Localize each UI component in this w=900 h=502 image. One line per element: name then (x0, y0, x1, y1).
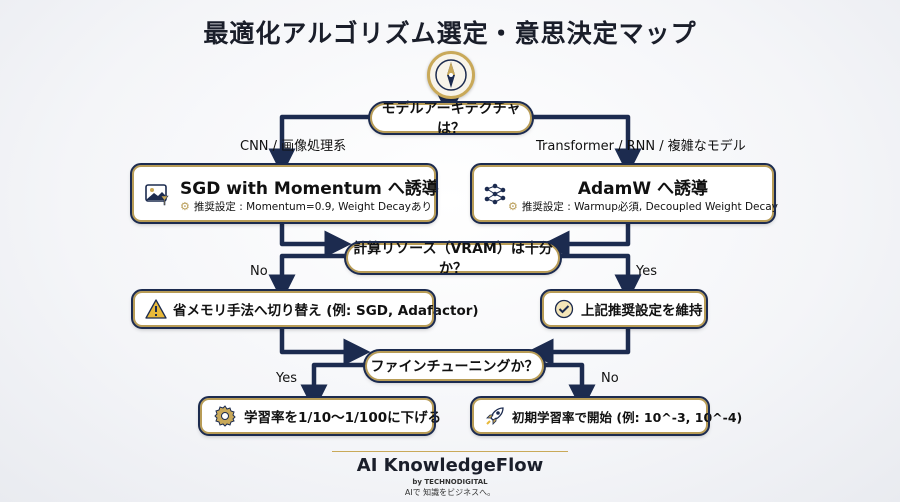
question-finetuning-label: ファインチューニングか？ (370, 359, 539, 375)
lower-learning-rate-box: 学習率を1/10〜1/100に下げる (198, 396, 441, 436)
rocket-icon (484, 405, 506, 427)
lower-learning-rate-label: 学習率を1/10〜1/100に下げる (244, 410, 442, 426)
footer-brand: AI KnowledgeFlow (356, 455, 544, 476)
sgd-heading: SGD with Momentum へ誘導 (180, 178, 439, 199)
question-architecture: モデルアーキテクチャは？ (368, 101, 534, 137)
footer-divider (332, 451, 568, 452)
footer-tagline: AIで 知識をビジネスへ。 (404, 488, 496, 497)
gear-icon: ⚙ (508, 199, 518, 213)
branch-label-yes: Yes (636, 264, 657, 279)
image-icon (144, 181, 170, 207)
keep-settings-label: 上記推奨設定を維持 (581, 303, 703, 319)
adamw-setting: 推奨設定 : Warmup必須, Decoupled Weight Decay (521, 200, 778, 213)
check-icon (554, 299, 574, 319)
warning-icon (145, 299, 167, 319)
branch-label-yes-2: Yes (276, 371, 297, 386)
compass-icon (427, 51, 475, 99)
question-finetuning: ファインチューニングか？ (363, 349, 546, 383)
network-icon (482, 181, 508, 207)
sgd-setting: 推奨設定 : Momentum=0.9, Weight Decayあり (193, 200, 432, 213)
memory-saving-label: 省メモリ手法へ切り替え (例: SGD, Adafactor) (173, 303, 479, 319)
gear-icon: ⚙ (180, 199, 190, 213)
question-architecture-label: モデルアーキテクチャは？ (381, 101, 521, 137)
initial-learning-rate-label: 初期学習率で開始 (例: 10^-3, 10^-4) (512, 409, 743, 425)
branch-label-transformer: Transformer / RNN / 複雑なモデル (536, 139, 746, 154)
branch-label-no: No (250, 264, 268, 279)
adamw-recommendation-box: AdamW へ誘導 ⚙ 推奨設定 : Warmup必須, Decoupled W… (470, 163, 778, 224)
footer-byline: by TECHNODIGITAL (412, 478, 488, 486)
question-vram: 計算リソース（VRAM）は十分か？ (344, 241, 562, 277)
question-vram-label: 計算リソース（VRAM）は十分か？ (353, 241, 553, 277)
adamw-heading: AdamW へ誘導 (577, 178, 709, 199)
gear-icon (214, 405, 236, 427)
page-title: 最適化アルゴリズム選定・意思決定マップ (203, 19, 697, 48)
branch-label-no-2: No (601, 371, 619, 386)
keep-settings-box: 上記推奨設定を維持 (540, 289, 708, 329)
memory-saving-box: 省メモリ手法へ切り替え (例: SGD, Adafactor) (131, 289, 479, 329)
branch-label-cnn: CNN / 画像処理系 (240, 139, 347, 154)
initial-learning-rate-box: 初期学習率で開始 (例: 10^-3, 10^-4) (470, 396, 742, 436)
sgd-recommendation-box: SGD with Momentum へ誘導 ⚙ 推奨設定 : Momentum=… (130, 163, 439, 224)
